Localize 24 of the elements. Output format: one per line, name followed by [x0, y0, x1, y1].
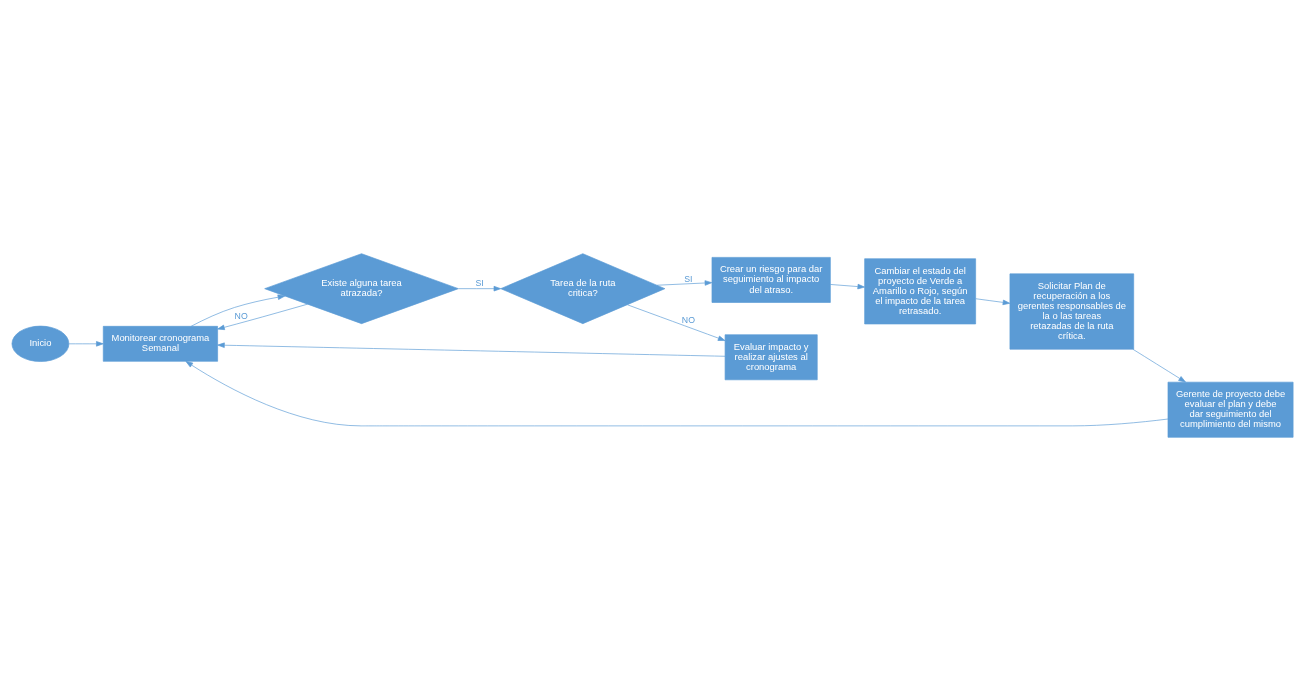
edge-label: NO [234, 310, 248, 321]
arrow [975, 298, 1011, 306]
arrow [185, 361, 1169, 427]
arrow [656, 280, 713, 286]
node-diamond: Existe alguna tarea atrazada? [264, 253, 459, 324]
arrow [190, 294, 286, 327]
arrow [1132, 348, 1186, 383]
arrow [627, 304, 726, 341]
edge-label: SI [475, 278, 484, 289]
node-box: Cambiar el estado del proyecto de Verde a Amarillo o Rojo, según el impacto de la tarea retrasado. [864, 258, 976, 325]
arrow [217, 303, 308, 330]
arrow [458, 285, 502, 292]
arrow [217, 342, 726, 357]
node-ellipse: Inicio [11, 325, 70, 362]
edge-label: NO [681, 315, 695, 326]
arrow [830, 283, 865, 290]
node-box: Crear un riesgo para dar seguimiento al impacto del atraso. [711, 257, 831, 303]
node-box: Monitorear cronograma Semanal [102, 326, 218, 362]
edge-label: SI [684, 273, 693, 284]
node-box: Evaluar impacto y realizar ajustes al cronograma [724, 334, 818, 381]
node-box: Gerente de proyecto debe evaluar el plan y debe dar seguimiento del cumplimiento del mismo [1167, 381, 1294, 438]
node-diamond: Tarea de la ruta critica? [500, 253, 666, 324]
arrow [68, 341, 104, 347]
node-box: Solicitar Plan de recuperación a los gerentes responsables de la o las tareas retazadas de la ruta crítica. [1009, 273, 1135, 350]
